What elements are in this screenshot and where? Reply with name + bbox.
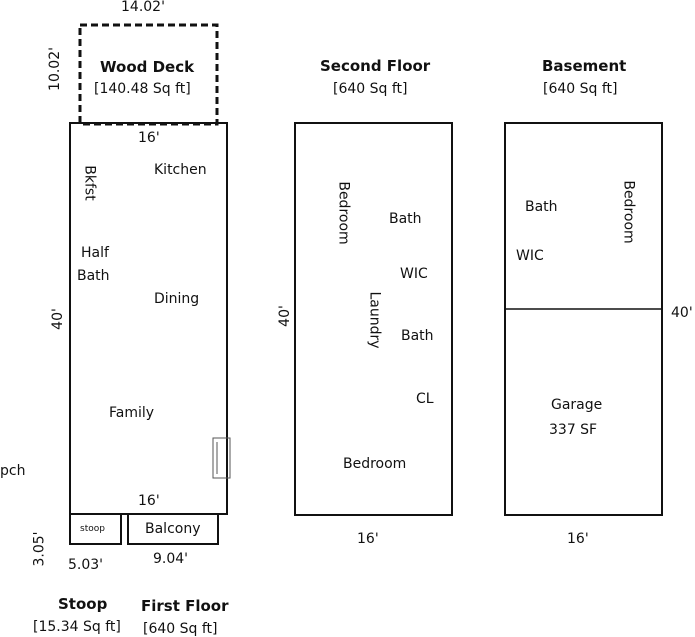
room-basement-bedroom: Bedroom [620,180,637,244]
room-cl: CL [416,391,434,407]
wood-deck-title: Wood Deck [100,58,195,76]
room-half-bath-line1: Half [81,245,109,261]
basement-area: [640 Sq ft] [543,81,618,97]
room-bedroom-top: Bedroom [335,181,352,245]
first-floor-title: First Floor [141,597,229,615]
room-half-bath-line2: Bath [77,268,110,284]
door-marker [212,437,231,479]
room-laundry: Laundry [366,291,383,349]
porch-label: pch [0,463,26,479]
stoop-inner-label: stoop [80,524,105,534]
stoop-width-label: 5.03' [68,557,104,573]
balcony-label: Balcony [145,521,201,537]
wood-deck-area: [140.48 Sq ft] [94,81,191,97]
room-garage: Garage [551,397,603,413]
room-wic: WIC [400,266,428,282]
second-floor-outline [294,122,453,516]
room-dining: Dining [154,291,200,307]
stoop-area: [15.34 Sq ft] [33,619,121,635]
first-floor-bottom-width: 16' [138,493,160,509]
room-bedroom-bottom: Bedroom [343,456,407,472]
stoop-outline [69,513,122,545]
stoop-title: Stoop [58,595,108,613]
second-floor-width: 16' [357,531,379,547]
second-floor-title: Second Floor [320,57,431,75]
stoop-depth-label: 3.05' [31,531,48,567]
basement-width: 16' [567,531,589,547]
room-bkfst: Bkfst [81,165,98,201]
basement-length: 40' [671,305,693,321]
second-floor-area: [640 Sq ft] [333,81,408,97]
wood-deck-outline [78,23,219,126]
room-kitchen: Kitchen [154,162,207,178]
balcony-width-label: 9.04' [153,551,189,567]
room-bath-1: Bath [389,211,422,227]
garage-area: 337 SF [549,422,598,438]
first-floor-length: 40' [49,308,66,330]
second-floor-length: 40' [276,305,293,327]
deck-width-label: 14.02' [121,0,165,15]
first-floor-area: [640 Sq ft] [143,621,218,637]
room-basement-wic: WIC [516,248,544,264]
deck-depth-label: 10.02' [46,47,63,91]
first-floor-top-width: 16' [138,130,160,146]
room-basement-bath: Bath [525,199,558,215]
balcony-outline [127,513,219,545]
room-bath-2: Bath [401,328,434,344]
basement-outline [504,122,663,516]
room-family: Family [109,405,155,421]
basement-title: Basement [542,57,627,75]
